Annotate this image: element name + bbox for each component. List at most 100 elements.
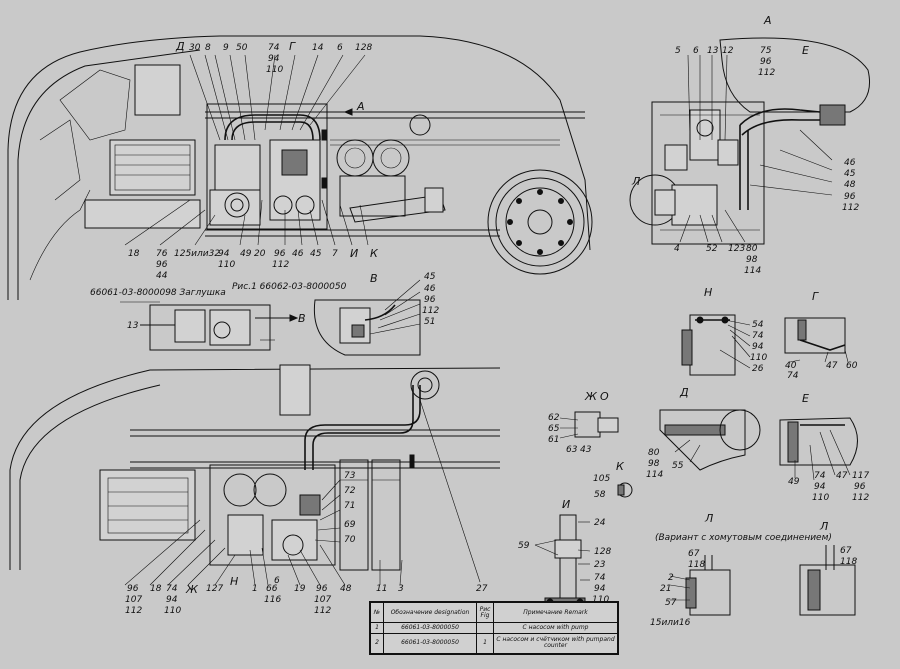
table-cell: 1 xyxy=(370,622,384,634)
callout-L-18: 18 xyxy=(150,584,162,594)
callout-L-1: 1 xyxy=(252,584,258,594)
callout-B-96: 96 xyxy=(424,295,436,305)
callout-L-96b: 96 xyxy=(316,584,328,594)
callout-44: 44 xyxy=(156,271,168,281)
view-A: А xyxy=(629,14,870,245)
callout-L-71: 71 xyxy=(344,501,355,511)
callout-L-19: 19 xyxy=(294,584,306,594)
callout-18: 18 xyxy=(128,249,140,259)
callout-A-112b: 112 xyxy=(842,203,859,213)
callout-L-48: 48 xyxy=(340,584,352,594)
callout-E-117: 117 xyxy=(852,471,869,481)
callout-K-58: 58 xyxy=(594,490,606,500)
callout-L-74: 74 xyxy=(166,584,178,594)
callout-L-94: 94 xyxy=(166,595,178,605)
callout-A-4: 4 xyxy=(674,244,680,254)
callout-A-96b: 96 xyxy=(844,192,856,202)
table-cell xyxy=(476,622,494,634)
callout-8: 8 xyxy=(205,43,211,53)
callout-A-98: 98 xyxy=(746,255,758,265)
callout-L1-21: 21 xyxy=(660,584,671,594)
callout-A-L: Л xyxy=(631,175,640,188)
callout-A-13: 13 xyxy=(707,46,719,56)
callout-L-70: 70 xyxy=(344,535,356,545)
callout-I-24: 24 xyxy=(594,518,606,528)
callout-112b: 112 xyxy=(272,260,289,270)
callout-I-59: 59 xyxy=(518,541,530,551)
callout-I-128: 128 xyxy=(594,547,611,557)
callout-I: И xyxy=(350,247,358,260)
view-L1-variant: (Вариант с хомутовым соединением) xyxy=(655,533,832,543)
callout-N-26: 26 xyxy=(752,364,764,374)
callout-G-47: 47 xyxy=(826,361,838,371)
callout-L-127: 127 xyxy=(206,584,223,594)
callout-A-12: 12 xyxy=(722,46,734,56)
view-B-title: В xyxy=(370,272,378,285)
view-L2: Л 67 118 xyxy=(799,520,857,616)
table-cell: 66061-03-8000050 xyxy=(383,622,477,634)
view-E-title: Е xyxy=(802,392,809,405)
table-cell: 66061-03-8000050 xyxy=(383,632,477,655)
callout-96b: 96 xyxy=(274,249,286,259)
callout-I-23: 23 xyxy=(594,560,606,570)
callout-G-74: 74 xyxy=(787,371,799,381)
arrow-label-B: В xyxy=(298,312,306,325)
main-view-callouts: Д 30 8 9 50 74 94 110 Г 14 6 128 А xyxy=(175,40,372,113)
callout-A-123: 123 xyxy=(728,244,745,254)
view-G-title: Г xyxy=(812,290,819,303)
view-K: К 105 58 xyxy=(593,460,633,500)
callout-L2-67: 67 xyxy=(840,546,852,556)
callout-6: 6 xyxy=(337,43,343,53)
callout-A-48: 48 xyxy=(844,180,856,190)
callout-L-107b: 107 xyxy=(314,595,331,605)
callout-A-46: 46 xyxy=(844,158,856,168)
callout-D-80: 80 xyxy=(648,448,660,458)
callout-94: 94 xyxy=(268,54,280,64)
callout-E-110: 110 xyxy=(812,493,829,503)
view-B: В 45 46 96 112 51 xyxy=(313,272,439,356)
callout-7: 7 xyxy=(332,249,338,259)
callout-20: 20 xyxy=(254,249,266,259)
callout-B-112: 112 xyxy=(422,306,439,316)
callout-A-80: 80 xyxy=(746,244,758,254)
callout-30: 30 xyxy=(189,43,201,53)
callout-G: Г xyxy=(289,40,296,53)
callout-A-6: 6 xyxy=(693,46,699,56)
callout-A-E: Е xyxy=(802,44,809,57)
callout-L2-118: 118 xyxy=(840,557,857,567)
callout-Zh-62: 62 xyxy=(548,413,560,423)
view-A-title: А xyxy=(763,14,772,27)
plug-caption: 66061-03-8000098 Заглушка xyxy=(90,288,226,298)
callout-E-49: 49 xyxy=(788,477,800,487)
callout-D-55: 55 xyxy=(672,461,684,471)
callout-L1-57: 57 xyxy=(665,598,677,608)
variants-table: № Обозначение designation Рис Fig Примеч… xyxy=(369,601,619,655)
callout-I-74: 74 xyxy=(594,573,606,583)
callout-A-112: 112 xyxy=(758,68,775,78)
table-cell: 2 xyxy=(370,632,384,655)
callout-A-114: 114 xyxy=(744,266,761,276)
table-cell: С насосом и счётчиком with pumpand count… xyxy=(493,632,618,655)
callout-A-52: 52 xyxy=(706,244,718,254)
main-side-view xyxy=(7,35,593,300)
callout-E-96: 96 xyxy=(854,482,866,492)
callout-L-N: Н xyxy=(230,575,238,588)
callout-B-51: 51 xyxy=(424,317,435,327)
callout-96: 96 xyxy=(156,260,168,270)
table-header: Рис Fig xyxy=(476,601,494,624)
callout-L-66: 66 xyxy=(266,584,278,594)
callout-46: 46 xyxy=(292,249,304,259)
callout-L-107: 107 xyxy=(125,595,142,605)
callout-L-112: 112 xyxy=(125,606,142,616)
callout-I-94: 94 xyxy=(594,584,606,594)
callout-L-72: 72 xyxy=(344,486,356,496)
arrow-label-A: А xyxy=(356,100,365,113)
callout-L1-67: 67 xyxy=(688,549,700,559)
callout-45: 45 xyxy=(310,249,322,259)
view-E: Е 49 74 94 110 47 117 96 112 xyxy=(779,392,869,503)
callout-G-40: 40 xyxy=(785,361,797,371)
callout-110b: 110 xyxy=(218,260,235,270)
callout-K: К xyxy=(370,247,379,260)
callout-L-112b: 112 xyxy=(314,606,331,616)
